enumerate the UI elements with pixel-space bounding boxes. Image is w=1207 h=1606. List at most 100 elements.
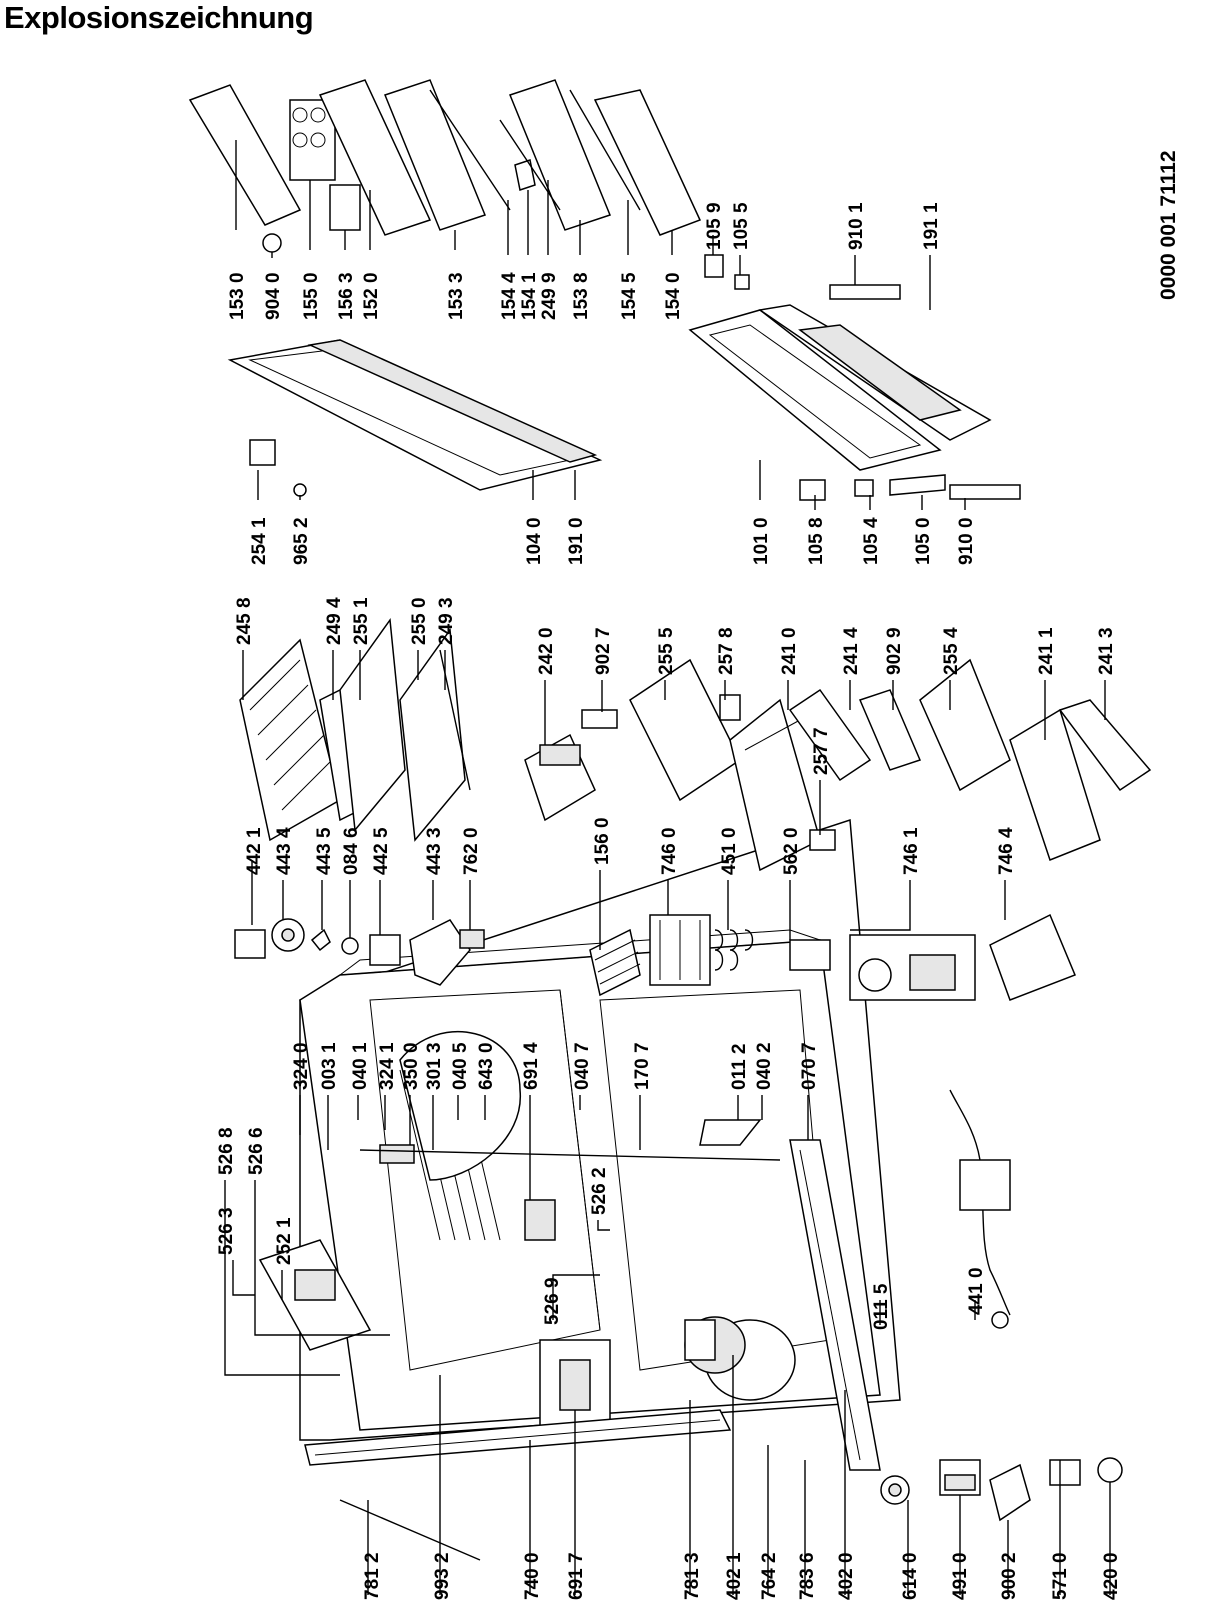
part-label: 442 5 (371, 827, 392, 875)
part-label: 101 0 (751, 517, 772, 565)
part-label: 902 9 (884, 627, 905, 675)
part-label: 257 8 (716, 627, 737, 675)
part-label: 242 0 (536, 627, 557, 675)
part-label: 156 0 (592, 817, 613, 865)
part-label: 084 6 (341, 827, 362, 875)
part-label: 900 2 (999, 1552, 1020, 1600)
part-label: 562 0 (781, 827, 802, 875)
part-label: 764 2 (759, 1552, 780, 1600)
part-label: 740 0 (522, 1552, 543, 1600)
part-label: 614 0 (900, 1552, 921, 1600)
part-label: 402 1 (724, 1552, 745, 1600)
part-label: 255 1 (351, 597, 372, 645)
evaporator-parts (589, 913, 1076, 1001)
part-label: 451 0 (719, 827, 740, 875)
part-label: 443 4 (274, 827, 295, 875)
part-label: 781 3 (682, 1552, 703, 1600)
page-title: Explosionszeichnung (4, 0, 314, 35)
part-label: 105 8 (806, 517, 827, 565)
part-label: 154 0 (663, 272, 684, 320)
part-label: 154 1 (519, 272, 540, 320)
part-label: 746 1 (901, 827, 922, 875)
part-label: 691 7 (566, 1552, 587, 1600)
part-label: 443 3 (424, 827, 445, 875)
part-label: 105 9 (704, 202, 725, 250)
part-label: 245 8 (234, 597, 255, 645)
drawing-code: 0000 001 71112 (1157, 150, 1180, 300)
part-label: 154 4 (499, 272, 520, 320)
part-label: 643 0 (476, 1042, 497, 1090)
part-label: 571 0 (1050, 1552, 1071, 1600)
part-label: 241 1 (1036, 627, 1057, 675)
part-label: 255 0 (409, 597, 430, 645)
part-label: 746 0 (659, 827, 680, 875)
part-label: 252 1 (274, 1217, 295, 1265)
part-label: 040 1 (350, 1042, 371, 1090)
part-label: 491 0 (950, 1552, 971, 1600)
part-label: 526 6 (246, 1127, 267, 1175)
part-label: 156 3 (336, 272, 357, 320)
part-label: 910 1 (846, 202, 867, 250)
part-label: 105 4 (861, 517, 882, 565)
drawers (524, 658, 1152, 872)
part-label: 170 7 (632, 1042, 653, 1090)
part-label: 255 4 (941, 627, 962, 675)
part-label: 526 2 (589, 1167, 610, 1215)
small-parts-bottom (880, 1457, 1123, 1522)
part-label: 105 0 (913, 517, 934, 565)
part-label: 191 0 (566, 517, 587, 565)
part-label: 691 4 (521, 1042, 542, 1090)
part-label: 152 0 (361, 272, 382, 320)
part-label: 441 0 (966, 1267, 987, 1315)
part-label: 255 5 (656, 627, 677, 675)
part-label: 254 1 (249, 517, 270, 565)
part-label: 070 7 (799, 1042, 820, 1090)
cabinet-body (258, 818, 901, 1471)
part-label: 526 9 (542, 1277, 563, 1325)
part-label: 746 4 (996, 827, 1017, 875)
part-label: 301 3 (424, 1042, 445, 1090)
part-label: 402 0 (836, 1552, 857, 1600)
part-label: 762 0 (461, 827, 482, 875)
part-label: 443 5 (314, 827, 335, 875)
part-label: 324 1 (377, 1042, 398, 1090)
part-label: 003 1 (319, 1042, 340, 1090)
part-label: 241 3 (1096, 627, 1117, 675)
door-bins (188, 79, 901, 300)
rear-pipe (339, 1499, 481, 1561)
part-label: 153 0 (227, 272, 248, 320)
part-label: 040 5 (450, 1042, 471, 1090)
part-label: 993 2 (432, 1552, 453, 1600)
fan-assembly-parts (234, 918, 485, 986)
part-label: 324 0 (291, 1042, 312, 1090)
part-label: 902 7 (593, 627, 614, 675)
power-cable (949, 1089, 1011, 1329)
part-label: 105 5 (731, 202, 752, 250)
fridge-door (227, 339, 603, 497)
part-label: 153 8 (571, 272, 592, 320)
glass-shelves (239, 617, 471, 842)
part-label: 781 2 (362, 1552, 383, 1600)
part-label: 257 7 (811, 727, 832, 775)
part-label: 011 2 (729, 1044, 750, 1091)
part-label: 442 1 (244, 827, 265, 875)
freezer-door (688, 304, 1021, 501)
part-label: 040 7 (572, 1042, 593, 1090)
part-label: 910 0 (956, 517, 977, 565)
part-label: 155 0 (301, 272, 322, 320)
part-label: 241 4 (841, 627, 862, 675)
part-label: 965 2 (291, 517, 312, 565)
part-label: 191 1 (921, 202, 942, 250)
part-label: 249 9 (539, 272, 560, 320)
part-label: 249 4 (324, 597, 345, 645)
part-label: 040 2 (754, 1042, 775, 1090)
part-label: 420 0 (1101, 1552, 1122, 1600)
part-label: 154 5 (619, 272, 640, 320)
part-label: 241 0 (779, 627, 800, 675)
part-label: 526 3 (216, 1207, 237, 1255)
part-label: 249 3 (436, 597, 457, 645)
leader-lines (224, 140, 1111, 1595)
part-label: 104 0 (524, 517, 545, 565)
